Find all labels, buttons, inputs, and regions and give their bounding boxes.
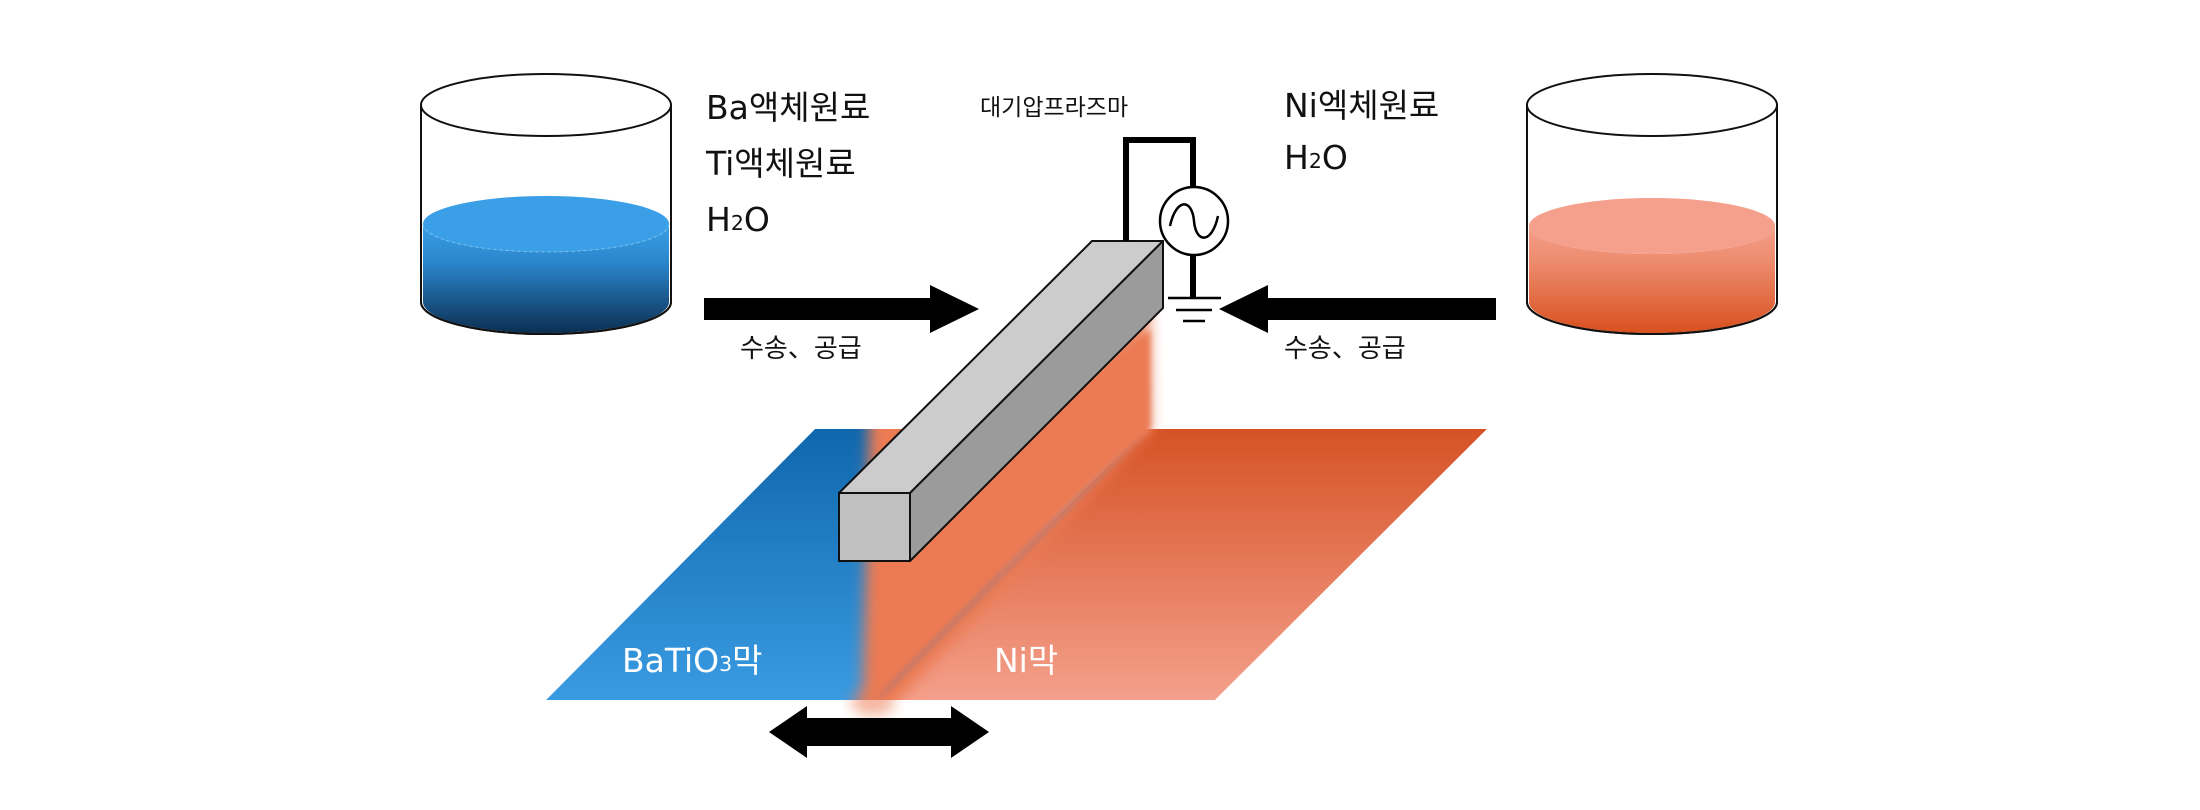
left-arrow-label: 수송、공급 xyxy=(740,334,862,364)
left-source-water: H2O xyxy=(706,203,770,236)
plasma-label: 대기압프라즈마 xyxy=(980,95,1129,121)
right-source-line-1: Ni엑체원료 xyxy=(1284,86,1440,125)
film-label-base: BaTiO xyxy=(622,641,720,680)
water-o: O xyxy=(743,200,770,239)
left-source-line-2: Ti액체원료 xyxy=(706,144,856,183)
water-sub: 2 xyxy=(730,210,744,235)
ac-source-icon xyxy=(1158,185,1230,257)
ground-icon xyxy=(1168,296,1221,323)
plasma-glow-core xyxy=(900,330,1150,640)
left-supply-arrow-icon xyxy=(704,285,979,333)
electrode-front-face xyxy=(838,492,911,562)
right-beaker-icon xyxy=(1526,73,1778,335)
film-seam xyxy=(875,429,1148,700)
plasma-bottom-glow xyxy=(851,688,895,716)
right-liquid xyxy=(1529,226,1775,333)
water-h: H xyxy=(706,200,731,239)
right-arrow-label: 수송、공급 xyxy=(1284,334,1406,364)
ni-film-label: Ni막 xyxy=(994,641,1059,680)
film-label-sub: 3 xyxy=(719,651,733,676)
plasma-power-circuit xyxy=(1123,137,1230,323)
scan-direction-double-arrow-icon xyxy=(769,706,989,758)
left-beaker-icon xyxy=(420,73,672,335)
film-label-rest: 막 xyxy=(732,641,763,680)
ni-film-region xyxy=(877,429,1487,700)
left-liquid-surface xyxy=(423,196,669,252)
water-sub: 2 xyxy=(1308,148,1322,173)
left-source-line-1: Ba액체원료 xyxy=(706,88,871,127)
batio3-film-label: BaTiO3막 xyxy=(622,634,763,682)
right-liquid-surface xyxy=(1529,198,1775,254)
right-supply-arrow-icon xyxy=(1219,285,1496,333)
left-liquid xyxy=(423,224,669,333)
plasma-electrode xyxy=(838,240,1164,562)
water-o: O xyxy=(1321,138,1348,177)
water-h: H xyxy=(1284,138,1309,177)
right-source-water: H2O xyxy=(1284,141,1348,174)
